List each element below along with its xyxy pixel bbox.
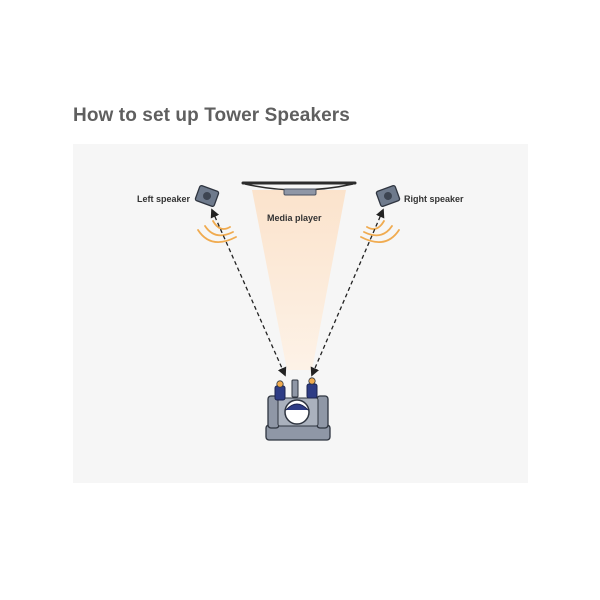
- media-player-icon: [241, 181, 357, 196]
- right-speaker-icon: [375, 184, 401, 208]
- left-arrow: [210, 208, 287, 377]
- right-speaker-label: Right speaker: [404, 194, 464, 204]
- left-speaker-icon: [194, 184, 220, 208]
- media-player-label: Media player: [267, 213, 322, 223]
- page-title: How to set up Tower Speakers: [73, 105, 350, 126]
- listener-icon: [274, 377, 318, 425]
- left-speaker-label: Left speaker: [137, 194, 191, 204]
- right-arrow: [310, 208, 385, 377]
- right-sound-waves: [360, 220, 400, 244]
- left-sound-waves: [197, 220, 237, 244]
